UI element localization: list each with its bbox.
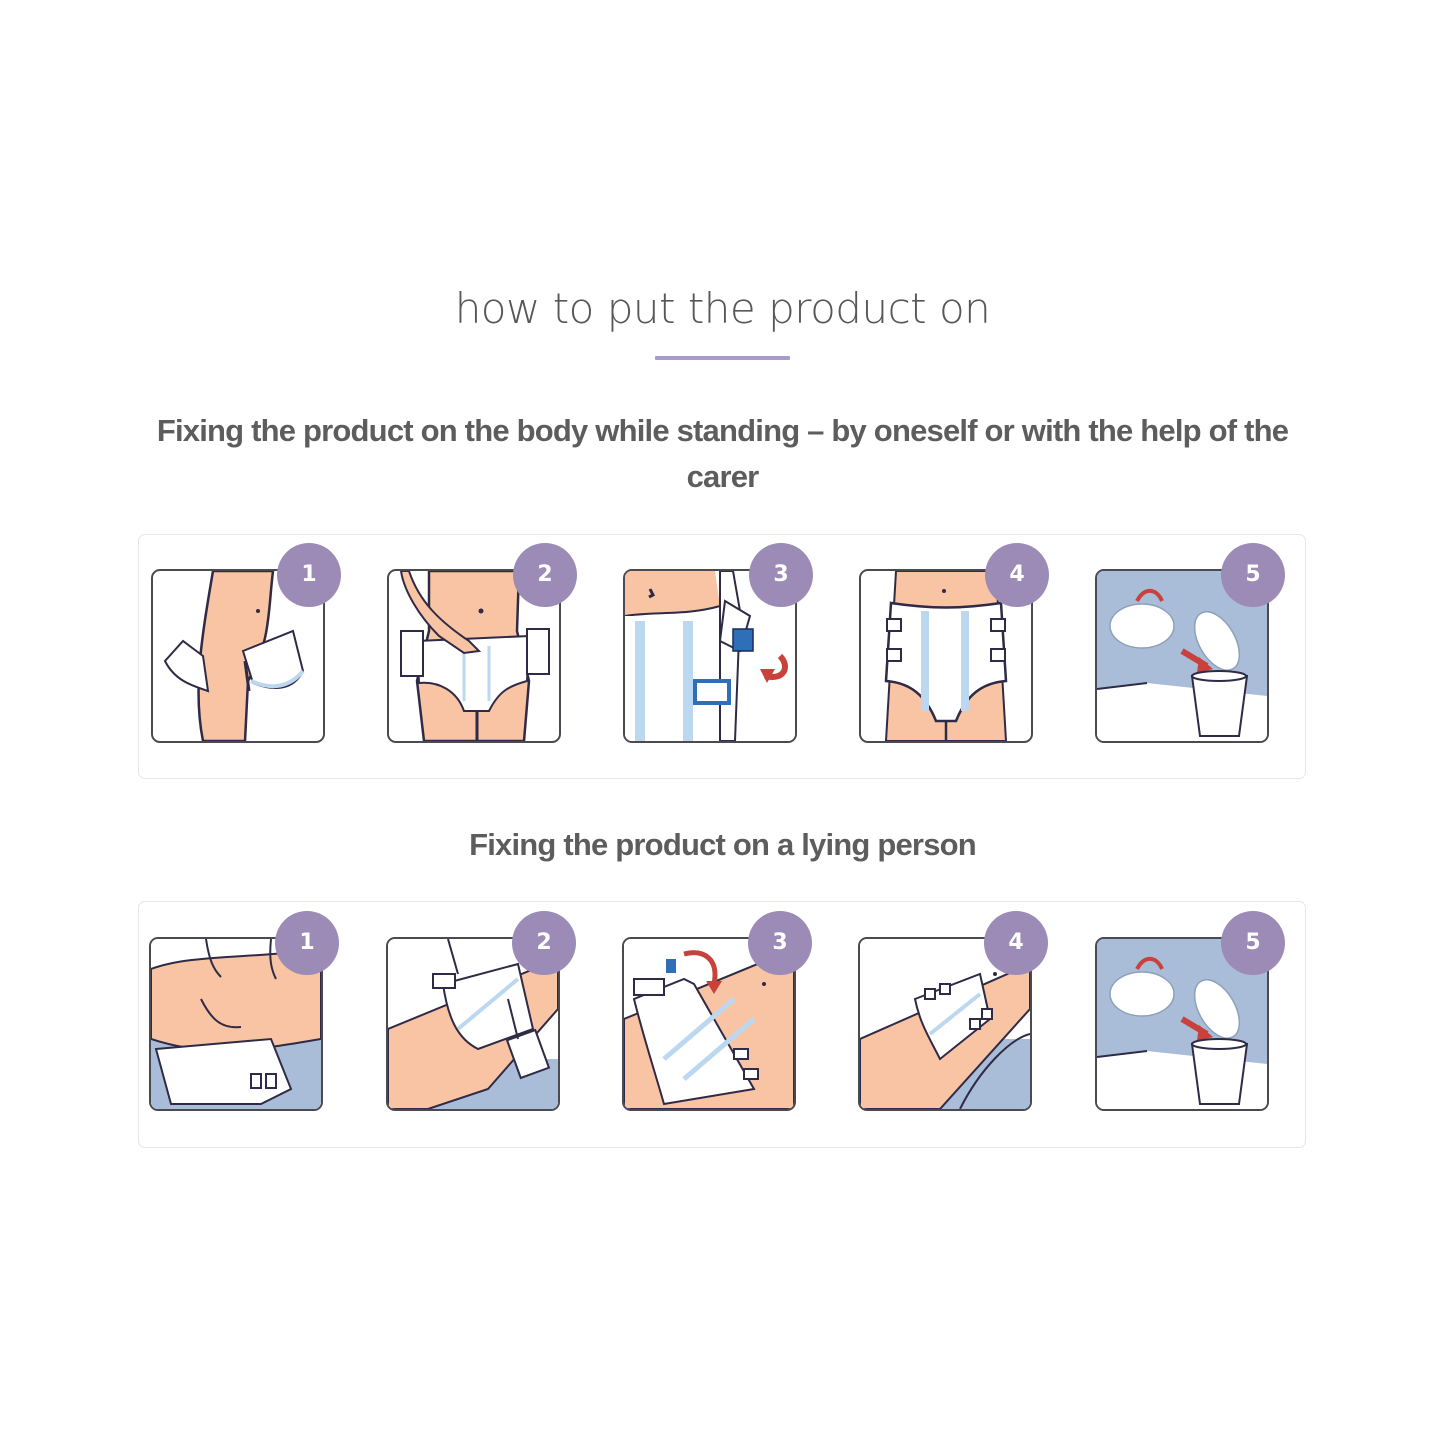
- standing-step-3: 3: [623, 543, 813, 743]
- standing-step-2: 2: [387, 543, 577, 743]
- standing-step-1: 1: [151, 543, 341, 743]
- step-number-badge: 3: [749, 543, 813, 607]
- standing-step-2-illustration: [387, 569, 561, 743]
- lying-step-4: 4: [858, 911, 1048, 1111]
- lying-step-2-illustration: [386, 937, 560, 1111]
- step-number-badge: 4: [985, 543, 1049, 607]
- step-number-badge: 2: [513, 543, 577, 607]
- step-number-badge: 2: [512, 911, 576, 975]
- step-number-badge: 3: [748, 911, 812, 975]
- standing-step-4-illustration: [859, 569, 1033, 743]
- title-underline-divider: [655, 356, 790, 360]
- lying-steps-card: 1 2: [138, 901, 1306, 1148]
- standing-step-4: 4: [859, 543, 1049, 743]
- section-heading-lying: Fixing the product on a lying person: [469, 827, 977, 862]
- lying-step-1: 1: [149, 911, 339, 1111]
- standing-step-5-illustration: [1095, 569, 1269, 743]
- standing-steps-card: 1 2: [138, 534, 1306, 779]
- page-title: how to put the product on: [454, 284, 991, 333]
- step-number-badge: 5: [1221, 543, 1285, 607]
- lying-step-3: 3: [622, 911, 812, 1111]
- step-number-badge: 1: [277, 543, 341, 607]
- standing-step-5: 5: [1095, 543, 1285, 743]
- step-number-badge: 1: [275, 911, 339, 975]
- step-number-badge: 4: [984, 911, 1048, 975]
- lying-step-5: 5: [1095, 911, 1285, 1111]
- lying-step-2: 2: [386, 911, 576, 1111]
- step-number-badge: 5: [1221, 911, 1285, 975]
- section-heading-standing: Fixing the product on the body while sta…: [156, 413, 1289, 494]
